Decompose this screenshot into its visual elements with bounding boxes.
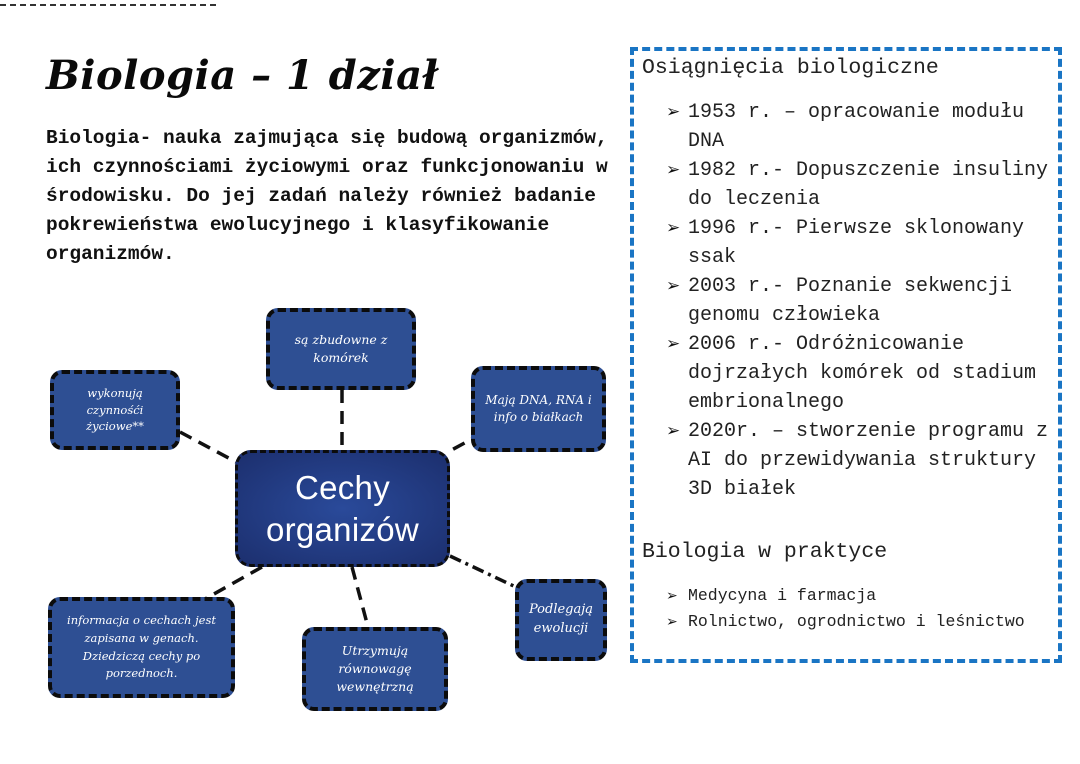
center-node-label: Cechy organizów — [265, 469, 420, 548]
arrow-bullet-icon: ➢ — [666, 218, 681, 238]
arrow-bullet-icon: ➢ — [666, 160, 681, 180]
mind-map: są zbudowne z komórek wykonują czynnośći… — [48, 308, 607, 711]
arrow-bullet-icon: ➢ — [666, 334, 681, 354]
arrow-bullet-icon: ➢ — [666, 102, 681, 122]
trait-genes-node: informacja o cechach jest zapisana w gen… — [48, 597, 235, 698]
top-dashed-rule — [0, 4, 216, 6]
arrow-bullet-icon: ➢ — [666, 421, 681, 441]
trait-cells-node: są zbudowne z komórek — [266, 308, 416, 390]
trait-balance-node: Utrzymują równowagę wewnętrzną — [302, 627, 448, 711]
achievements-heading: Osiągnięcia biologiczne — [642, 56, 939, 80]
practice-item: ➢Rolnictwo, ogrodnictwo i leśnictwo — [666, 609, 1056, 635]
arrow-bullet-icon: ➢ — [666, 276, 681, 296]
practice-list: ➢Medycyna i farmacja ➢Rolnictwo, ogrodni… — [666, 583, 1056, 635]
achievement-item: ➢1982 r.- Dopuszczenie insuliny do lecze… — [666, 156, 1056, 214]
trait-cells-label: są zbudowne z komórek — [294, 331, 388, 365]
page-title: Biologia – 1 dział — [46, 52, 439, 99]
practice-item: ➢Medycyna i farmacja — [666, 583, 1056, 609]
trait-life-functions-label: wykonują czynnośći życiowe** — [86, 385, 144, 434]
achievements-list: ➢1953 r. – opracowanie modułu DNA ➢1982 … — [666, 98, 1056, 504]
achievement-item: ➢2020r. – stworzenie programu z AI do pr… — [666, 417, 1056, 504]
connector-balance — [350, 566, 370, 628]
connector-genes — [204, 565, 263, 601]
connector-evolution — [449, 554, 519, 590]
achievement-item: ➢2006 r.- Odróżnicowanie dojrzałych komó… — [666, 330, 1056, 417]
trait-balance-label: Utrzymują równowagę wewnętrzną — [336, 642, 414, 695]
achievement-item: ➢2003 r.- Poznanie sekwencji genomu czło… — [666, 272, 1056, 330]
definition-paragraph: Biologia- nauka zajmująca się budową org… — [46, 127, 608, 265]
achievement-item: ➢1996 r.- Pierwsze sklonowany ssak — [666, 214, 1056, 272]
trait-life-functions-node: wykonują czynnośći życiowe** — [50, 370, 180, 450]
arrow-bullet-icon: ➢ — [666, 614, 678, 630]
achievements-box — [630, 47, 1062, 663]
arrow-bullet-icon: ➢ — [666, 588, 678, 604]
trait-dna-node: Mają DNA, RNA i info o białkach — [471, 366, 606, 452]
center-node: Cechy organizów — [235, 450, 450, 567]
trait-evolution-label: Podlegają ewolucji — [528, 602, 594, 636]
connector-life-functions — [179, 430, 237, 464]
trait-genes-label: informacja o cechach jest zapisana w gen… — [67, 612, 216, 681]
achievement-item: ➢1953 r. – opracowanie modułu DNA — [666, 98, 1056, 156]
trait-dna-label: Mają DNA, RNA i info o białkach — [485, 392, 592, 424]
trait-evolution-node: Podlegają ewolucji — [515, 579, 607, 661]
practice-heading: Biologia w praktyce — [642, 540, 888, 564]
